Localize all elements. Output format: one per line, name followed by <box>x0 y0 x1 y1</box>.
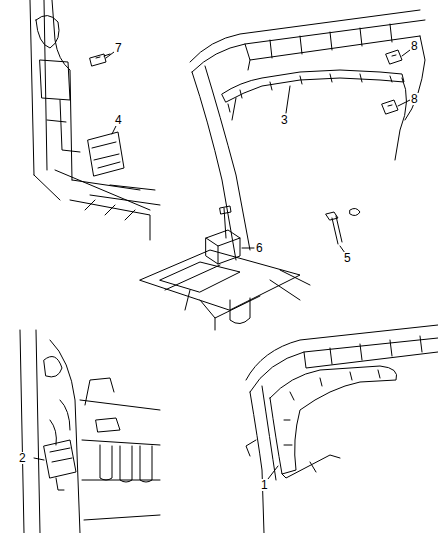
callout-number: 6 <box>255 242 264 254</box>
floor-bracket-view <box>140 206 310 330</box>
pillar-view <box>30 0 160 240</box>
callout-number: 3 <box>280 114 289 126</box>
roof-rail-view <box>190 10 425 260</box>
quarter-panel-view <box>20 330 160 533</box>
callout-number: 4 <box>114 114 123 126</box>
callout-number: 2 <box>18 452 27 464</box>
callout-number: 1 <box>260 479 269 491</box>
front-pillar-view <box>246 325 438 533</box>
callout-number: 7 <box>114 42 123 54</box>
callout-number: 8 <box>410 40 419 52</box>
callout-number: 8 <box>410 93 419 105</box>
callout-number: 5 <box>343 252 352 264</box>
